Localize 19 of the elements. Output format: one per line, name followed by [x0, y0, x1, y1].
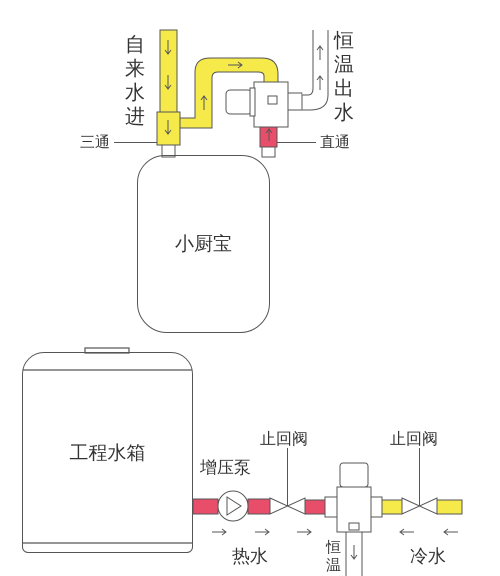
part-label: 三通 [80, 135, 110, 150]
tank-label: 工程水箱 [70, 440, 146, 466]
tee-fitting [156, 112, 180, 146]
cold-water-label: 冷水 [410, 548, 446, 566]
outlet-label: 恒温出水 [334, 28, 354, 124]
pump-label: 增压泵 [200, 460, 251, 477]
leader-line [276, 142, 316, 143]
part-label: 止回阀 [260, 431, 308, 447]
straight-fitting [260, 126, 278, 148]
leader-line [114, 142, 158, 143]
heater-label: 小厨宝 [175, 232, 232, 257]
outlet-label: 恒温 [326, 538, 341, 574]
part-label: 止回阀 [390, 431, 438, 447]
water-heater-box [137, 155, 270, 333]
check-valve [270, 497, 306, 515]
hot-water-label: 热水 [232, 548, 268, 566]
part-label: 直通 [320, 135, 350, 150]
inlet-label: 自来水进 [125, 32, 145, 128]
check-valve [402, 497, 438, 515]
